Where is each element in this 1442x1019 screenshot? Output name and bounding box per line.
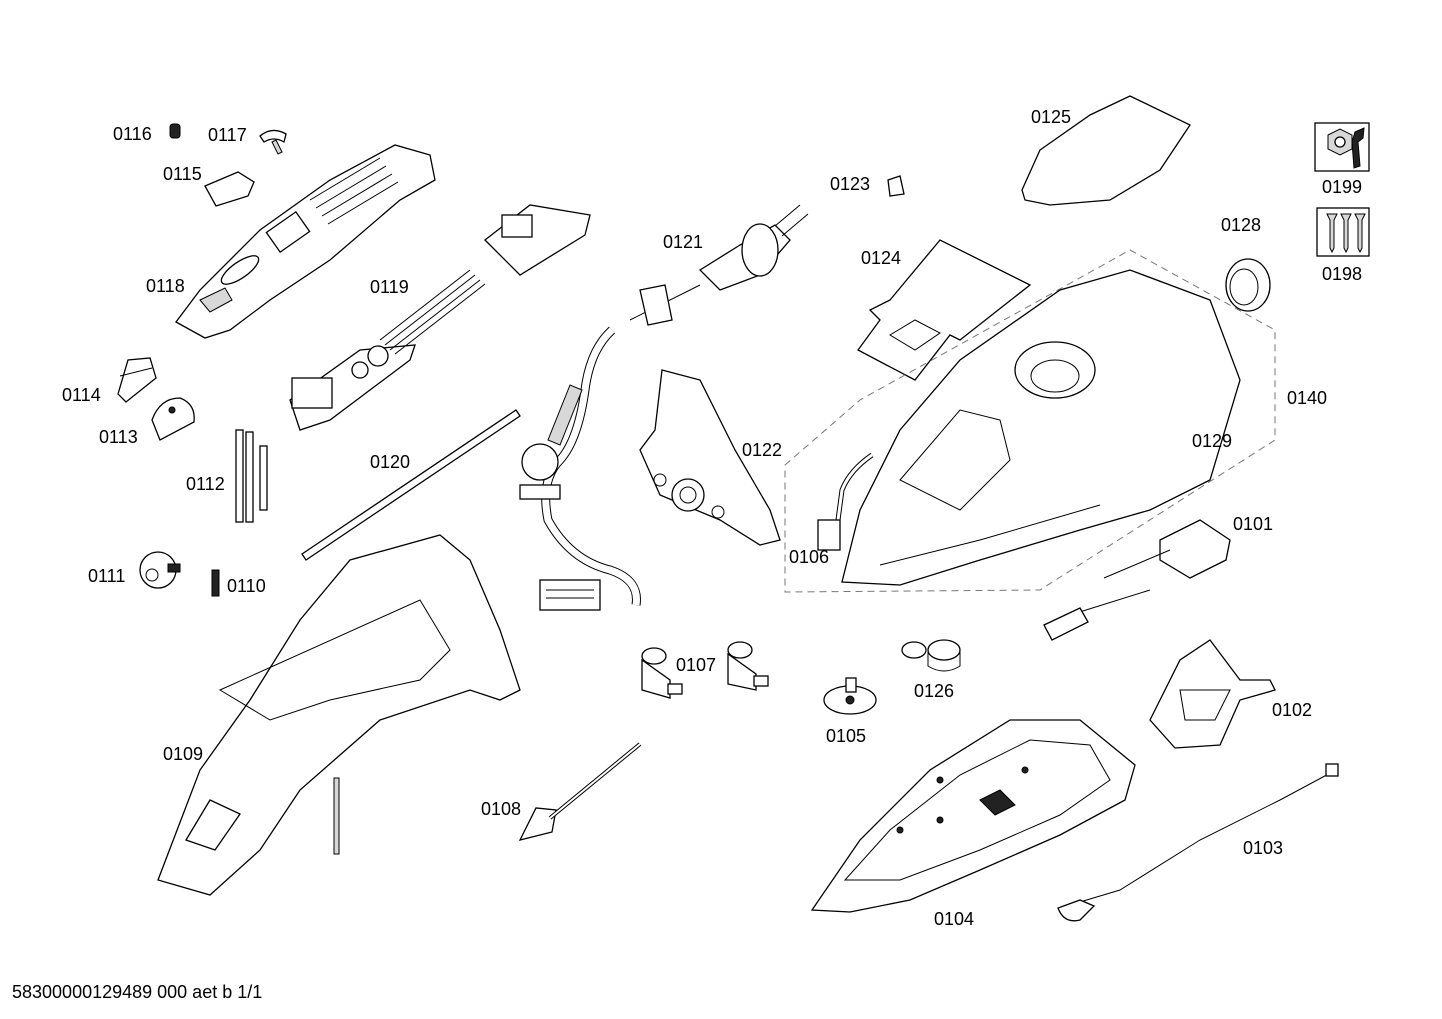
label-0109: 0109	[163, 744, 204, 764]
label-0140: 0140	[1287, 388, 1328, 408]
part-0111-dial	[139, 551, 181, 589]
part-0107-valve-right	[727, 641, 769, 691]
label-0118: 0118	[146, 276, 185, 296]
part-0113-knob-base	[151, 397, 195, 441]
part-0109-housing	[157, 534, 521, 896]
label-0125: 0125	[1031, 107, 1072, 127]
label-0107: 0107	[676, 655, 717, 675]
part-0118-handle-cover	[175, 144, 436, 339]
part-0126-bushing	[901, 639, 961, 672]
label-0122: 0122	[742, 440, 783, 460]
part-0125-cover	[1021, 95, 1191, 206]
label-0112: 0112	[186, 474, 225, 494]
part-0123-grommet	[887, 175, 905, 197]
label-0121: 0121	[663, 232, 704, 252]
label-0199: 0199	[1322, 177, 1363, 197]
part-0104-soleplate	[810, 719, 1136, 913]
part-0119-pcb	[289, 204, 591, 431]
label-0102: 0102	[1272, 700, 1313, 720]
label-0104: 0104	[934, 909, 975, 929]
label-0103: 0103	[1243, 838, 1284, 858]
label-0113: 0113	[99, 427, 138, 447]
label-0116: 0116	[113, 124, 152, 144]
label-0124: 0124	[861, 248, 902, 268]
assembly-0140-boundary	[784, 249, 1276, 593]
part-0102-bracket	[1149, 639, 1276, 749]
label-0110: 0110	[227, 576, 266, 596]
part-0108-probe	[518, 742, 642, 841]
label-0129: 0129	[1192, 431, 1233, 451]
part-0117-cap	[259, 129, 287, 155]
part-0116-grommet	[169, 123, 181, 139]
label-0108: 0108	[481, 799, 522, 819]
part-0110-spring	[211, 569, 220, 597]
document-footer-id: 58300000129489 000 aet b 1/1	[12, 982, 263, 1002]
part-0103-cable	[1057, 763, 1339, 922]
label-0120: 0120	[370, 452, 411, 472]
part-0115-button	[204, 171, 255, 207]
part-0101-thermostat	[1043, 519, 1231, 641]
part-0129-main-housing	[841, 269, 1241, 586]
part-0120-tube	[301, 409, 521, 561]
label-0114: 0114	[62, 385, 101, 405]
part-0112-rods	[235, 429, 268, 523]
part-0121-power-cord	[519, 204, 809, 611]
label-0101: 0101	[1233, 514, 1274, 534]
label-0126: 0126	[914, 681, 955, 701]
label-0123: 0123	[830, 174, 871, 194]
label-0117: 0117	[208, 125, 247, 145]
label-0106: 0106	[789, 547, 830, 567]
part-0128-ring	[1225, 258, 1271, 312]
part-0105-disc	[823, 677, 877, 715]
wrench-nut-icon	[1314, 122, 1370, 172]
label-0115: 0115	[163, 164, 202, 184]
part-0124-label-plate	[857, 239, 1032, 381]
part-0106-hose	[817, 452, 874, 551]
label-0119: 0119	[370, 277, 409, 297]
label-0105: 0105	[826, 726, 867, 746]
label-0111: 0111	[88, 566, 126, 586]
part-0107-valve-left	[641, 647, 683, 699]
screws-icon	[1316, 207, 1370, 257]
part-0114-knob	[117, 357, 157, 403]
part-0122-bracket	[639, 369, 781, 546]
label-0128: 0128	[1221, 215, 1262, 235]
label-0198: 0198	[1322, 264, 1363, 284]
